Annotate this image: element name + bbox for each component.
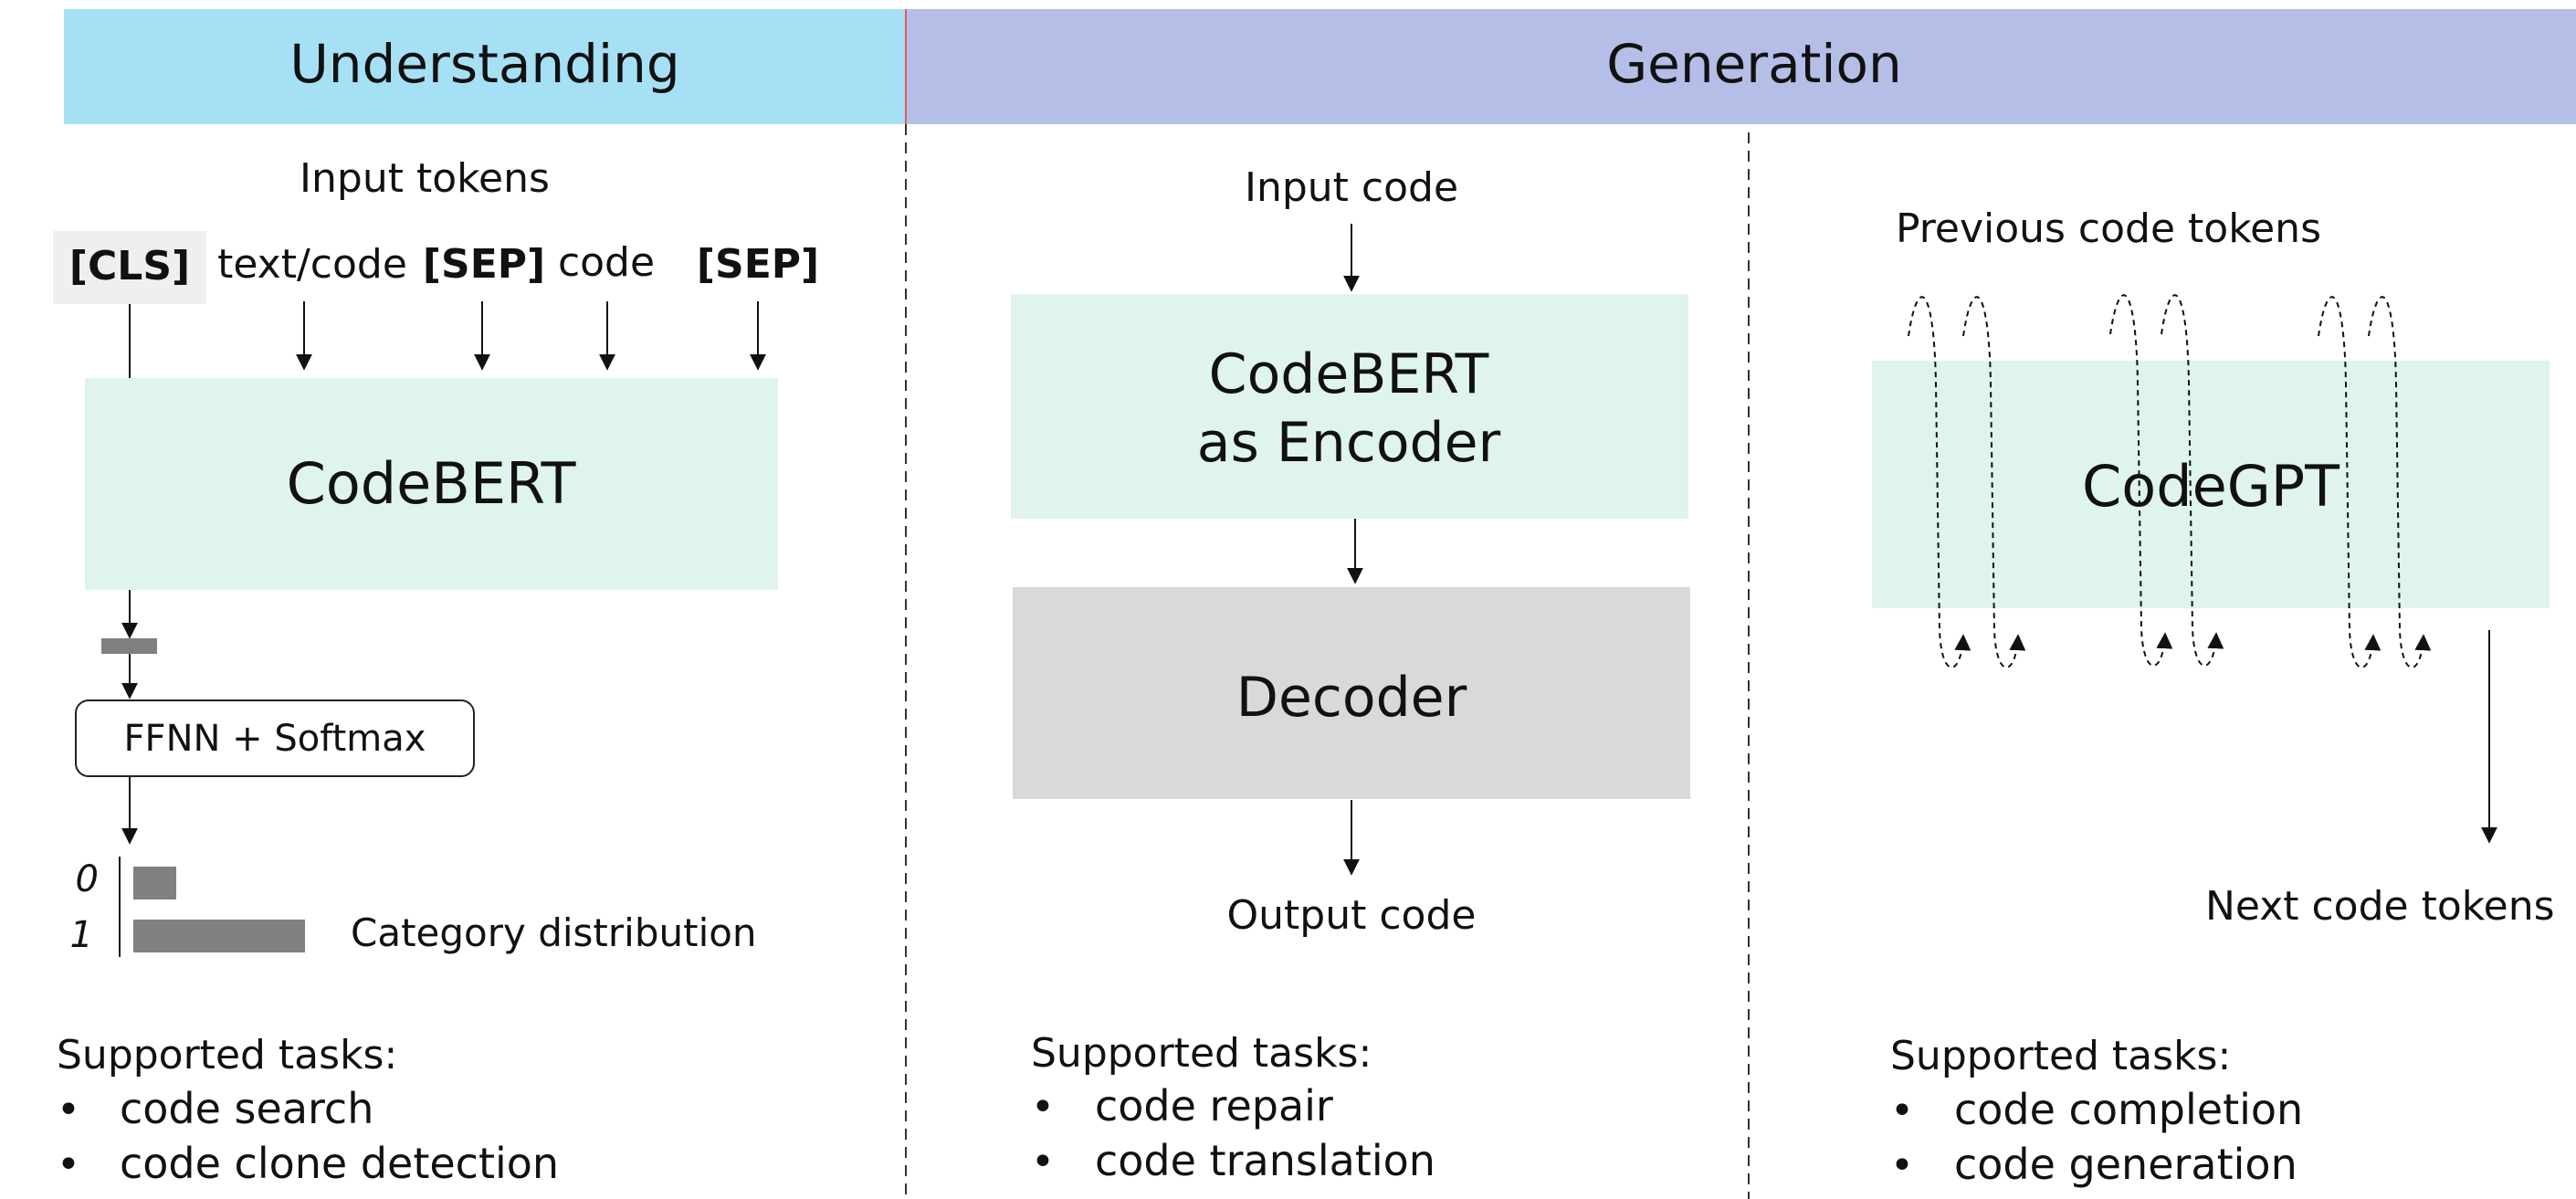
decoder-label: Decoder bbox=[1236, 666, 1467, 730]
ffnn-softmax-label: FFNN + Softmax bbox=[124, 718, 426, 760]
gpt-task-1: code completion bbox=[1954, 1085, 2303, 1134]
autoregressive-loop-5 bbox=[2318, 296, 2381, 668]
understanding-task-2: code clone detection bbox=[120, 1139, 559, 1188]
understanding-task-1: code search bbox=[120, 1084, 373, 1133]
autoregressive-loop-6 bbox=[2368, 296, 2432, 668]
cls-token-highlight bbox=[53, 231, 206, 304]
autoregressive-loop-4 bbox=[2161, 294, 2224, 667]
gpt-tasks-title: Supported tasks: bbox=[1890, 1033, 2231, 1079]
category-1-label: 1 bbox=[70, 914, 93, 956]
understanding-task-bullet-2: • bbox=[57, 1141, 80, 1188]
decoder-box bbox=[1013, 587, 1690, 799]
category-0-label: 0 bbox=[76, 858, 99, 900]
gpt-task-2: code generation bbox=[1954, 1140, 2297, 1189]
token-cls: [CLS] bbox=[69, 243, 190, 289]
codebert-encoder-label-line2: as Encoder bbox=[1197, 411, 1501, 475]
input-tokens-label: Input tokens bbox=[300, 155, 550, 202]
category-0-bar bbox=[133, 867, 176, 899]
encdec-tasks-title: Supported tasks: bbox=[1031, 1030, 1372, 1077]
autoregressive-loop-1 bbox=[1908, 296, 1971, 668]
gpt-task-bullet-2: • bbox=[1890, 1142, 1914, 1189]
codebert-box bbox=[85, 378, 778, 590]
autoregressive-loops bbox=[1908, 294, 2432, 668]
token-sep-2: [SEP] bbox=[697, 241, 819, 288]
previous-code-tokens-label: Previous code tokens bbox=[1896, 205, 2321, 252]
understanding-task-bullet-1: • bbox=[57, 1087, 80, 1133]
category-1-bar bbox=[133, 920, 305, 952]
understanding-header-title: Understanding bbox=[289, 33, 679, 95]
codegpt-box bbox=[1872, 361, 2550, 608]
encdec-task-2: code translation bbox=[1095, 1136, 1435, 1185]
autoregressive-loop-2 bbox=[1962, 296, 2026, 668]
understanding-header-bar bbox=[64, 9, 906, 124]
token-sep-1: [SEP] bbox=[423, 241, 545, 288]
input-code-label: Input code bbox=[1245, 164, 1458, 211]
understanding-tasks-title: Supported tasks: bbox=[57, 1032, 397, 1078]
ffnn-softmax-box bbox=[75, 699, 475, 777]
codegpt-label: CodeGPT bbox=[2082, 453, 2340, 520]
category-distribution-label: Category distribution bbox=[351, 910, 757, 955]
gpt-task-bullet-1: • bbox=[1890, 1088, 1914, 1134]
codebert-encoder-label-line1: CodeBERT bbox=[1209, 342, 1489, 406]
codebert-encoder-box bbox=[1011, 294, 1688, 519]
encdec-task-bullet-2: • bbox=[1031, 1139, 1055, 1185]
output-code-label: Output code bbox=[1227, 892, 1477, 939]
generation-header-bar bbox=[907, 9, 2576, 124]
generation-header-title: Generation bbox=[1606, 33, 1902, 95]
token-code: code bbox=[558, 239, 655, 286]
next-code-tokens-label: Next code tokens bbox=[2205, 883, 2555, 930]
autoregressive-loop-3 bbox=[2109, 294, 2173, 667]
codebert-label: CodeBERT bbox=[287, 450, 577, 517]
encdec-task-bullet-1: • bbox=[1031, 1084, 1055, 1131]
token-text-code: text/code bbox=[217, 241, 407, 288]
encdec-task-1: code repair bbox=[1095, 1081, 1333, 1131]
cls-vector bbox=[101, 638, 157, 654]
